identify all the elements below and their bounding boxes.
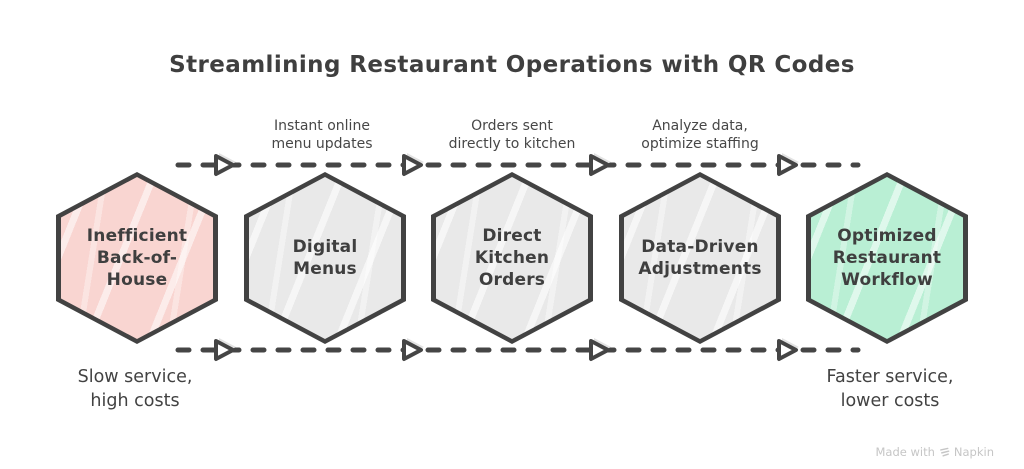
node-label: Data-Driven Adjustments <box>638 236 762 279</box>
node-direct-kitchen-orders: Direct Kitchen Orders <box>431 172 593 344</box>
arrowhead-top-2 <box>402 154 423 176</box>
hexagon-shape: Direct Kitchen Orders <box>436 177 588 339</box>
arrowhead-top-3 <box>589 154 610 176</box>
transition-label-2: Orders sent directly to kitchen <box>448 118 576 152</box>
watermark: Made with Napkin <box>876 445 995 459</box>
node-label: Direct Kitchen Orders <box>474 225 550 291</box>
end-note: Faster service, lower costs <box>826 367 954 411</box>
transition-label-3: Analyze data, optimize staffing <box>641 118 759 152</box>
node-label: Inefficient Back-of-House <box>86 225 188 291</box>
hexagon-shape: Digital Menus <box>249 177 401 339</box>
watermark-prefix: Made with <box>875 445 935 459</box>
arrowhead-bottom-4 <box>777 339 798 361</box>
arrowhead-top-4 <box>777 154 798 176</box>
watermark-brand: Napkin <box>953 445 994 459</box>
arrowhead-bottom-1 <box>214 339 235 361</box>
node-label: Optimized Restaurant Workflow <box>832 225 942 291</box>
node-label: Digital Menus <box>292 236 358 279</box>
start-note: Slow service, high costs <box>77 367 193 411</box>
hexagon-shape: Data-Driven Adjustments <box>624 177 776 339</box>
arrowhead-bottom-2 <box>402 339 423 361</box>
napkin-logo-icon <box>940 447 950 457</box>
arrowheads <box>214 154 798 361</box>
diagram-title: Streamlining Restaurant Operations with … <box>169 52 855 78</box>
arrowhead-top-1 <box>214 154 235 176</box>
transition-label-1: Instant online menu updates <box>271 118 373 152</box>
hexagon-shape: Optimized Restaurant Workflow <box>811 177 963 339</box>
hexagon-shape: Inefficient Back-of-House <box>61 177 213 339</box>
arrowhead-bottom-3 <box>589 339 610 361</box>
